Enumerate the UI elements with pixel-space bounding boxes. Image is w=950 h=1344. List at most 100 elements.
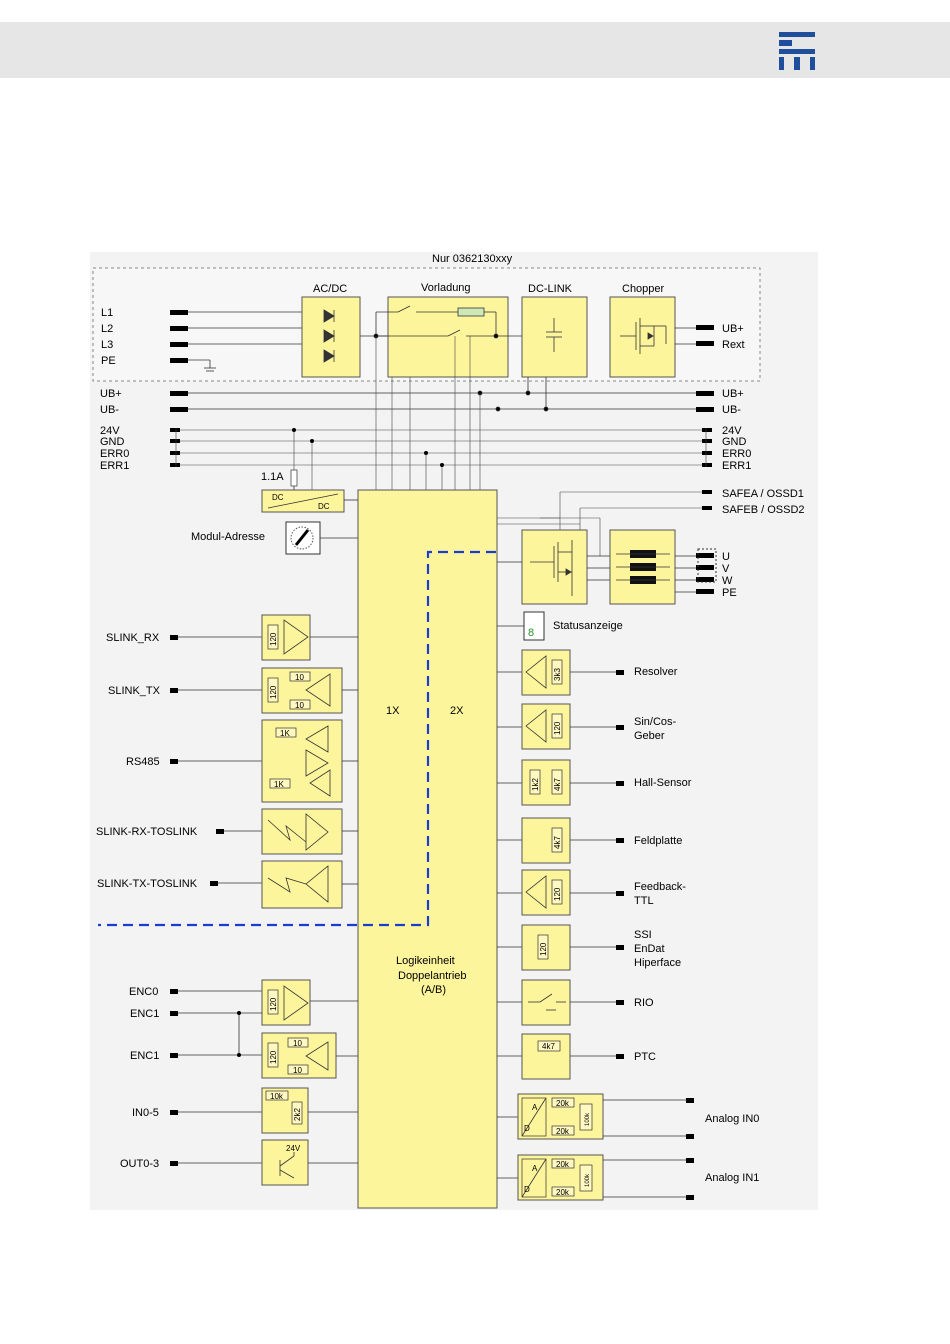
r20k-value: 20k	[556, 1188, 570, 1197]
transistor-icon	[620, 318, 667, 354]
r10k-value: 10k	[270, 1092, 284, 1101]
label-err0-right: ERR0	[722, 448, 751, 460]
enc1-label-a: ENC1	[130, 1008, 159, 1020]
label-err1: ERR1	[100, 460, 129, 472]
r10-value: 10	[295, 701, 304, 710]
rio-interface-block	[521, 979, 571, 1026]
label-err1-right: ERR1	[722, 460, 751, 472]
r100k-value: 100k	[585, 1173, 591, 1187]
r20k-value: 20k	[556, 1160, 570, 1169]
mains-terminals	[170, 310, 188, 363]
enc0-label: ENC0	[129, 986, 158, 998]
r120-value: 120	[553, 887, 562, 901]
choke-coils-icon	[616, 550, 670, 584]
r1k2-value: 1k2	[531, 778, 540, 791]
slink-tx-label: SLINK_TX	[108, 685, 161, 697]
label-gnd-right: GND	[722, 436, 747, 448]
label-motor-pe: PE	[722, 587, 737, 599]
sincos-label-1: Sin/Cos-	[634, 716, 677, 728]
r3k3-value: 3k3	[553, 668, 562, 681]
r120-value: 120	[539, 942, 548, 956]
r120-value: 120	[553, 721, 562, 735]
label-rext: Rext	[722, 339, 745, 351]
feldplatte-label: Feldplatte	[634, 835, 682, 847]
r4k7-value: 4k7	[553, 778, 562, 791]
r2k2-value: 2k2	[293, 1108, 302, 1121]
label-safea: SAFEA / OSSD1	[722, 488, 804, 500]
precharge-circuit-icon	[373, 305, 522, 339]
adc-d-label: D	[524, 1185, 530, 1194]
logic-1x-label: 1X	[386, 705, 400, 717]
r20k-value: 20k	[556, 1099, 570, 1108]
inverter-block	[521, 529, 588, 605]
in0-5-label: IN0-5	[132, 1107, 159, 1119]
r4k7-value: 4k7	[553, 836, 562, 849]
logic-subtitle-1: Doppelantrieb	[398, 970, 467, 982]
r100k-value: 100k	[585, 1112, 591, 1126]
adc-d-label: D	[524, 1124, 530, 1133]
r120-value: 120	[269, 997, 278, 1011]
capacitor-icon	[546, 318, 562, 352]
slink-tx-toslink-label: SLINK-TX-TOSLINK	[97, 878, 198, 890]
r4k7-value: 4k7	[542, 1042, 555, 1051]
v24-value: 24V	[286, 1144, 301, 1153]
rs485-label: RS485	[126, 756, 160, 768]
r120-value: 120	[269, 632, 278, 646]
dcdc-out-label: DC	[318, 502, 330, 511]
dclink-label: DC-LINK	[528, 283, 573, 295]
r120-value: 120	[269, 1050, 278, 1064]
label-w: W	[722, 575, 733, 587]
label-24v-right: 24V	[722, 425, 742, 437]
igbt-icon	[530, 540, 573, 596]
r20k-value: 20k	[556, 1127, 570, 1136]
adc-a-label: A	[532, 1103, 538, 1112]
slink-rx-toslink-block	[261, 808, 343, 855]
logic-subtitle-2: (A/B)	[421, 984, 446, 996]
label-gnd: GND	[100, 436, 125, 448]
endat-label: EnDat	[634, 943, 665, 955]
r10-value: 10	[295, 673, 304, 682]
enc1-label-b: ENC1	[130, 1050, 159, 1062]
analog-in0-label: Analog IN0	[705, 1113, 759, 1125]
label-24v: 24V	[100, 425, 120, 437]
dcdc-in-label: DC	[272, 493, 284, 502]
fuse-label: 1.1A	[261, 471, 284, 483]
ptc-label: PTC	[634, 1051, 656, 1063]
feedback-ttl-label-1: Feedback-	[634, 881, 686, 893]
status-display-label: Statusanzeige	[553, 620, 623, 632]
acdc-label: AC/DC	[313, 283, 347, 295]
resolver-label: Resolver	[634, 666, 678, 678]
vorladung-label: Vorladung	[421, 282, 471, 294]
r120-value: 120	[269, 685, 278, 699]
label-l1: L1	[101, 307, 113, 319]
output-transistor-icon	[279, 1152, 295, 1179]
logic-2x-label: 2X	[450, 705, 464, 717]
hall-sensor-interface-block	[521, 759, 571, 806]
label-pe: PE	[101, 355, 116, 367]
r1k-value: 1K	[274, 780, 284, 789]
rio-label: RIO	[634, 997, 654, 1009]
analog-in1-label: Analog IN1	[705, 1172, 759, 1184]
hall-sensor-label: Hall-Sensor	[634, 777, 692, 789]
chopper-label: Chopper	[622, 283, 665, 295]
label-safeb: SAFEB / OSSD2	[722, 504, 805, 516]
modul-adresse-label: Modul-Adresse	[191, 531, 265, 543]
fuse-icon	[290, 469, 298, 487]
label-u: U	[722, 551, 730, 563]
adc-a-label: A	[532, 1164, 538, 1173]
ssi-label: SSI	[634, 929, 652, 941]
slink-tx-toslink-block	[261, 860, 343, 909]
hiperface-label: Hiperface	[634, 957, 681, 969]
feedback-ttl-label-2: TTL	[634, 895, 654, 907]
seven-segment-digit-icon: 8	[528, 627, 534, 639]
label-l2: L2	[101, 323, 113, 335]
label-err0: ERR0	[100, 448, 129, 460]
label-ub-plus-top: UB+	[722, 323, 744, 335]
label-v: V	[722, 563, 730, 575]
logic-unit-block	[357, 489, 498, 1209]
r1k-value: 1K	[280, 729, 290, 738]
slink-rx-toslink-label: SLINK-RX-TOSLINK	[96, 826, 198, 838]
chopper-block	[609, 296, 676, 378]
sincos-label-2: Geber	[634, 730, 665, 742]
